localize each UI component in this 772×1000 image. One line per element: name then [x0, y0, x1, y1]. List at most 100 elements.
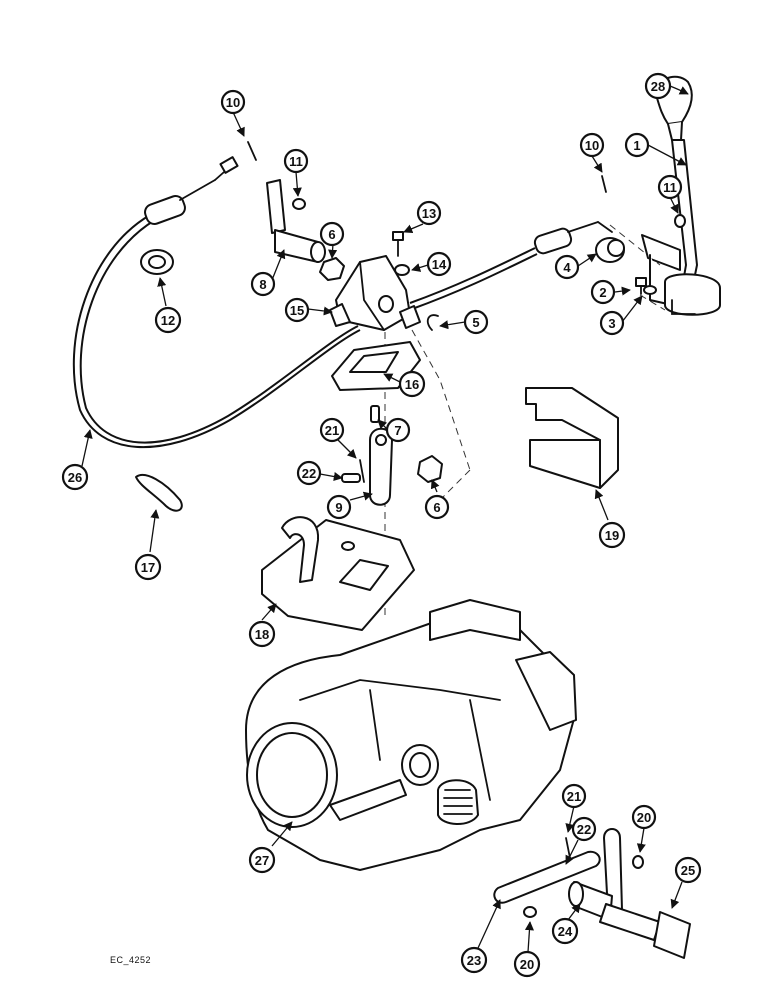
callout-bubble: 8: [250, 271, 276, 297]
callout-label: 14: [432, 257, 447, 272]
control-cable-left: [72, 156, 361, 449]
part-12-grommet: [140, 249, 174, 275]
callout-label: 2: [599, 285, 606, 300]
callout-label: 10: [585, 138, 599, 153]
part-8-pivot-pin: [266, 179, 326, 263]
callout-bubble: 11: [657, 174, 683, 200]
callout-bubble: 20: [513, 950, 541, 978]
callout-bubble: 17: [134, 553, 162, 581]
callout-bubble: 28: [644, 72, 672, 100]
callout-bubble: 22: [296, 460, 322, 486]
control-cable-right: [409, 221, 613, 310]
callout-label: 21: [567, 789, 581, 804]
callout-label: 21: [325, 423, 339, 438]
part-27-transmission-housing: [245, 599, 577, 871]
callout-bubble: 12: [154, 306, 182, 334]
callout-bubble: 1: [624, 132, 650, 158]
callout-label: 25: [681, 863, 695, 878]
callout-bubble: 20: [631, 804, 657, 830]
callout-label: 11: [289, 154, 303, 169]
part-10-split-pin-left: [247, 141, 257, 161]
callout-label: 23: [467, 953, 481, 968]
callout-bubble: 27: [248, 846, 276, 874]
callout-label: 15: [290, 303, 304, 318]
callout-label: 22: [577, 822, 591, 837]
callout-bubble: 15: [284, 297, 310, 323]
part-13-14-bolt-washer: [392, 231, 410, 276]
callout-label: 22: [302, 466, 316, 481]
callout-label: 27: [255, 853, 269, 868]
assembly-guide-lines: [384, 224, 666, 620]
callout-bubble: 2: [590, 279, 616, 305]
leader-lines: [81, 85, 689, 953]
part-2-3-bolt-washer: [635, 277, 657, 295]
callout-label: 13: [422, 206, 436, 221]
callout-bubble: 26: [61, 463, 89, 491]
part-16-gasket: [331, 341, 421, 391]
callout-bubble: 14: [426, 251, 452, 277]
part-25-bolt: [599, 903, 691, 959]
part-20-washer-upper: [632, 855, 644, 869]
callout-label: 4: [563, 260, 571, 275]
part-21-spring-pin-upper: [359, 459, 365, 483]
callout-label: 11: [663, 180, 677, 195]
callout-bubble: 3: [599, 310, 625, 336]
callout-bubble: 11: [283, 148, 309, 174]
callout-bubbles: 28 1 10 11 10 11 13 6 14 4 2 3 8 12 15 5…: [61, 72, 702, 978]
callout-label: 24: [558, 924, 573, 939]
callout-bubble: 21: [561, 783, 587, 809]
callout-bubble: 16: [398, 370, 426, 398]
callout-bubble: 10: [579, 132, 605, 158]
callout-label: 20: [637, 810, 651, 825]
callout-bubble: 9: [326, 494, 352, 520]
callout-label: 16: [405, 377, 419, 392]
callout-label: 18: [255, 627, 269, 642]
callout-label: 19: [605, 528, 619, 543]
part-24-lever: [568, 828, 623, 921]
callout-label: 7: [394, 423, 401, 438]
callout-bubble: 19: [598, 521, 626, 549]
part-15-shift-housing: [329, 255, 421, 331]
callout-label: 5: [472, 315, 479, 330]
callout-bubble: 21: [319, 417, 345, 443]
callout-bubble: 6: [319, 221, 345, 247]
callout-label: 10: [226, 95, 240, 110]
part-18-cover-plate: [261, 516, 415, 631]
callout-label: 6: [328, 227, 335, 242]
callout-label: 1: [633, 138, 640, 153]
callout-bubble: 25: [674, 856, 702, 884]
callout-label: 28: [651, 79, 665, 94]
callout-bubble: 13: [416, 200, 442, 226]
callout-bubble: 10: [220, 89, 246, 115]
part-19-bracket: [525, 387, 619, 489]
callout-bubble: 22: [571, 816, 597, 842]
callout-label: 3: [608, 316, 615, 331]
callout-label: 12: [161, 313, 175, 328]
callout-label: 26: [68, 470, 82, 485]
part-11-washer-right: [674, 214, 686, 228]
callout-label: 9: [335, 500, 342, 515]
drawing-code: EC_4252: [110, 955, 151, 965]
part-10-split-pin-right: [601, 175, 607, 193]
part-7-roll-pin: [370, 405, 380, 423]
part-4-boot: [595, 237, 625, 263]
part-6-nut-upper: [319, 257, 345, 281]
callout-label: 20: [520, 957, 534, 972]
callout-bubble: 6: [424, 494, 450, 520]
callout-bubble: 23: [460, 946, 488, 974]
part-11-washer-left: [292, 198, 306, 210]
part-5-circlip: [426, 314, 439, 331]
part-17-cable-tie: [135, 474, 183, 512]
callout-bubble: 18: [248, 620, 276, 648]
callout-label: 6: [433, 500, 440, 515]
callout-label: 17: [141, 560, 155, 575]
part-6-nut-lower: [417, 455, 443, 483]
callout-bubble: 7: [385, 417, 411, 443]
part-21-spring-pin-lower: [565, 837, 571, 859]
part-22-pin-upper: [341, 473, 361, 483]
gear-lever-assembly: [641, 75, 721, 316]
callout-bubble: 4: [554, 254, 580, 280]
part-20-washer-lower: [523, 906, 537, 918]
